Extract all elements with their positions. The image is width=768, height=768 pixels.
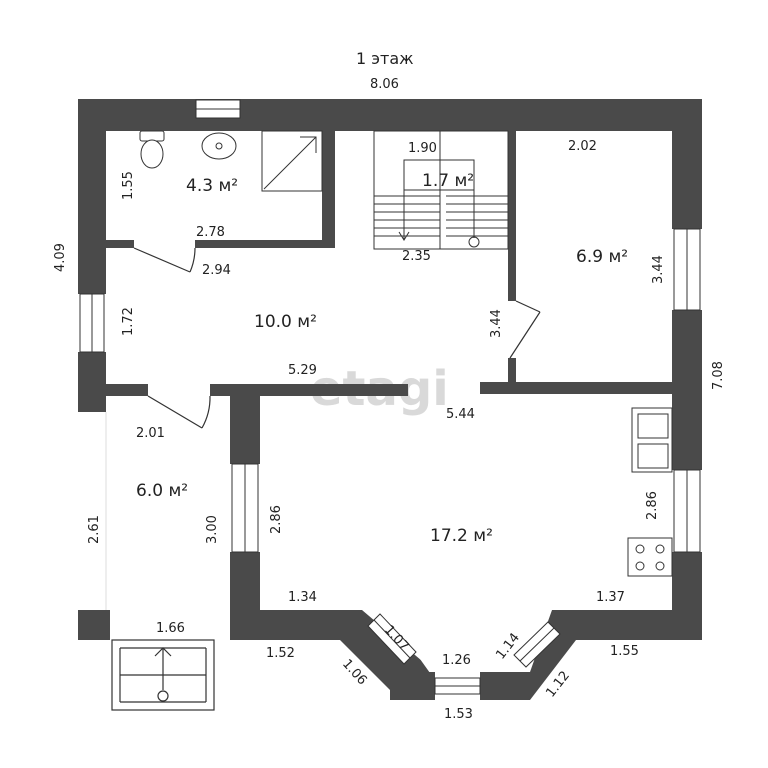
fixtures [139, 130, 673, 577]
dim-living-height-right: 2.86 [645, 491, 660, 520]
door-vest [147, 395, 203, 429]
area-room-right: 6.9 м² [576, 247, 628, 267]
wall-bay-bottom-r [480, 672, 530, 700]
dim-hall-width-bottom: 5.29 [288, 363, 317, 378]
wall-hall-bottom-right [480, 382, 672, 394]
dim-bay-right: 1.37 [596, 590, 625, 605]
dim-bay-center-out: 1.53 [444, 707, 473, 722]
area-stair-hall: 1.7 м² [422, 171, 474, 191]
wall-bath-bottom-right [195, 240, 335, 248]
dim-ext-left: 1.52 [266, 646, 295, 661]
stairs [373, 130, 509, 250]
wall-bottom-right [552, 610, 702, 640]
wall-right-top [672, 99, 702, 229]
wall-left-mid [78, 352, 106, 412]
wall-bottom-left [230, 610, 360, 640]
area-living-room: 17.2 м² [430, 526, 493, 546]
wall-top [78, 99, 702, 131]
toilet-bowl [140, 139, 164, 169]
dim-room-right-height: 3.44 [651, 255, 666, 284]
dim-bay-left: 1.34 [288, 590, 317, 605]
dim-vest-width: 2.01 [136, 426, 165, 441]
stove [627, 537, 673, 577]
dim-bath-height: 1.55 [121, 171, 136, 200]
dim-ext-right: 1.55 [610, 644, 639, 659]
area-bathroom: 4.3 м² [186, 176, 238, 196]
door-bath [133, 247, 191, 273]
dim-bath-width: 2.78 [196, 225, 225, 240]
labels: 1 этаж 8.06 4.3 м² 1.7 м² 6.9 м² 10.0 м²… [53, 49, 726, 722]
dim-stair-depth: 2.35 [402, 249, 431, 264]
dim-hall-width-top: 2.94 [202, 263, 231, 278]
wall-hall-bottom-left [106, 384, 148, 396]
dim-hall-height-left: 1.72 [121, 307, 136, 336]
dim-total-width: 8.06 [370, 77, 399, 92]
door-room-right [515, 300, 541, 313]
wall-left-upper [78, 99, 106, 294]
wall-vest-divider-top [230, 384, 260, 464]
dim-porch-width: 1.66 [156, 621, 185, 636]
windows [79, 99, 701, 695]
porch [111, 639, 215, 711]
wall-room-right-lower [508, 358, 516, 388]
dim-right-height: 7.08 [711, 361, 726, 390]
dim-living-height-left: 2.86 [269, 505, 284, 534]
wall-bay-bottom-l [390, 672, 435, 700]
wall-bath-bottom [106, 240, 134, 248]
doors [133, 247, 541, 429]
walls [78, 99, 702, 700]
dim-living-width: 5.44 [446, 407, 475, 422]
dim-left-height: 4.09 [53, 243, 68, 272]
dim-stair-width: 1.90 [408, 141, 437, 156]
dim-bay-center-in: 1.26 [442, 653, 471, 668]
floor-title: 1 этаж [356, 49, 414, 68]
dim-hall-wall: 3.44 [489, 309, 504, 338]
wall-bath-right [322, 131, 335, 248]
area-hallway: 10.0 м² [254, 312, 317, 332]
area-vestibule: 6.0 м² [136, 481, 188, 501]
wall-vest-bottom-left [78, 610, 110, 640]
dim-vest-height: 2.61 [87, 515, 102, 544]
wall-stair-right [508, 131, 516, 301]
wall-right-mid [672, 310, 702, 470]
dim-room-right-width: 2.02 [568, 139, 597, 154]
bay-floor [260, 605, 552, 672]
wall-bay-right [530, 610, 576, 700]
dim-vest-wall: 3.00 [205, 515, 220, 544]
